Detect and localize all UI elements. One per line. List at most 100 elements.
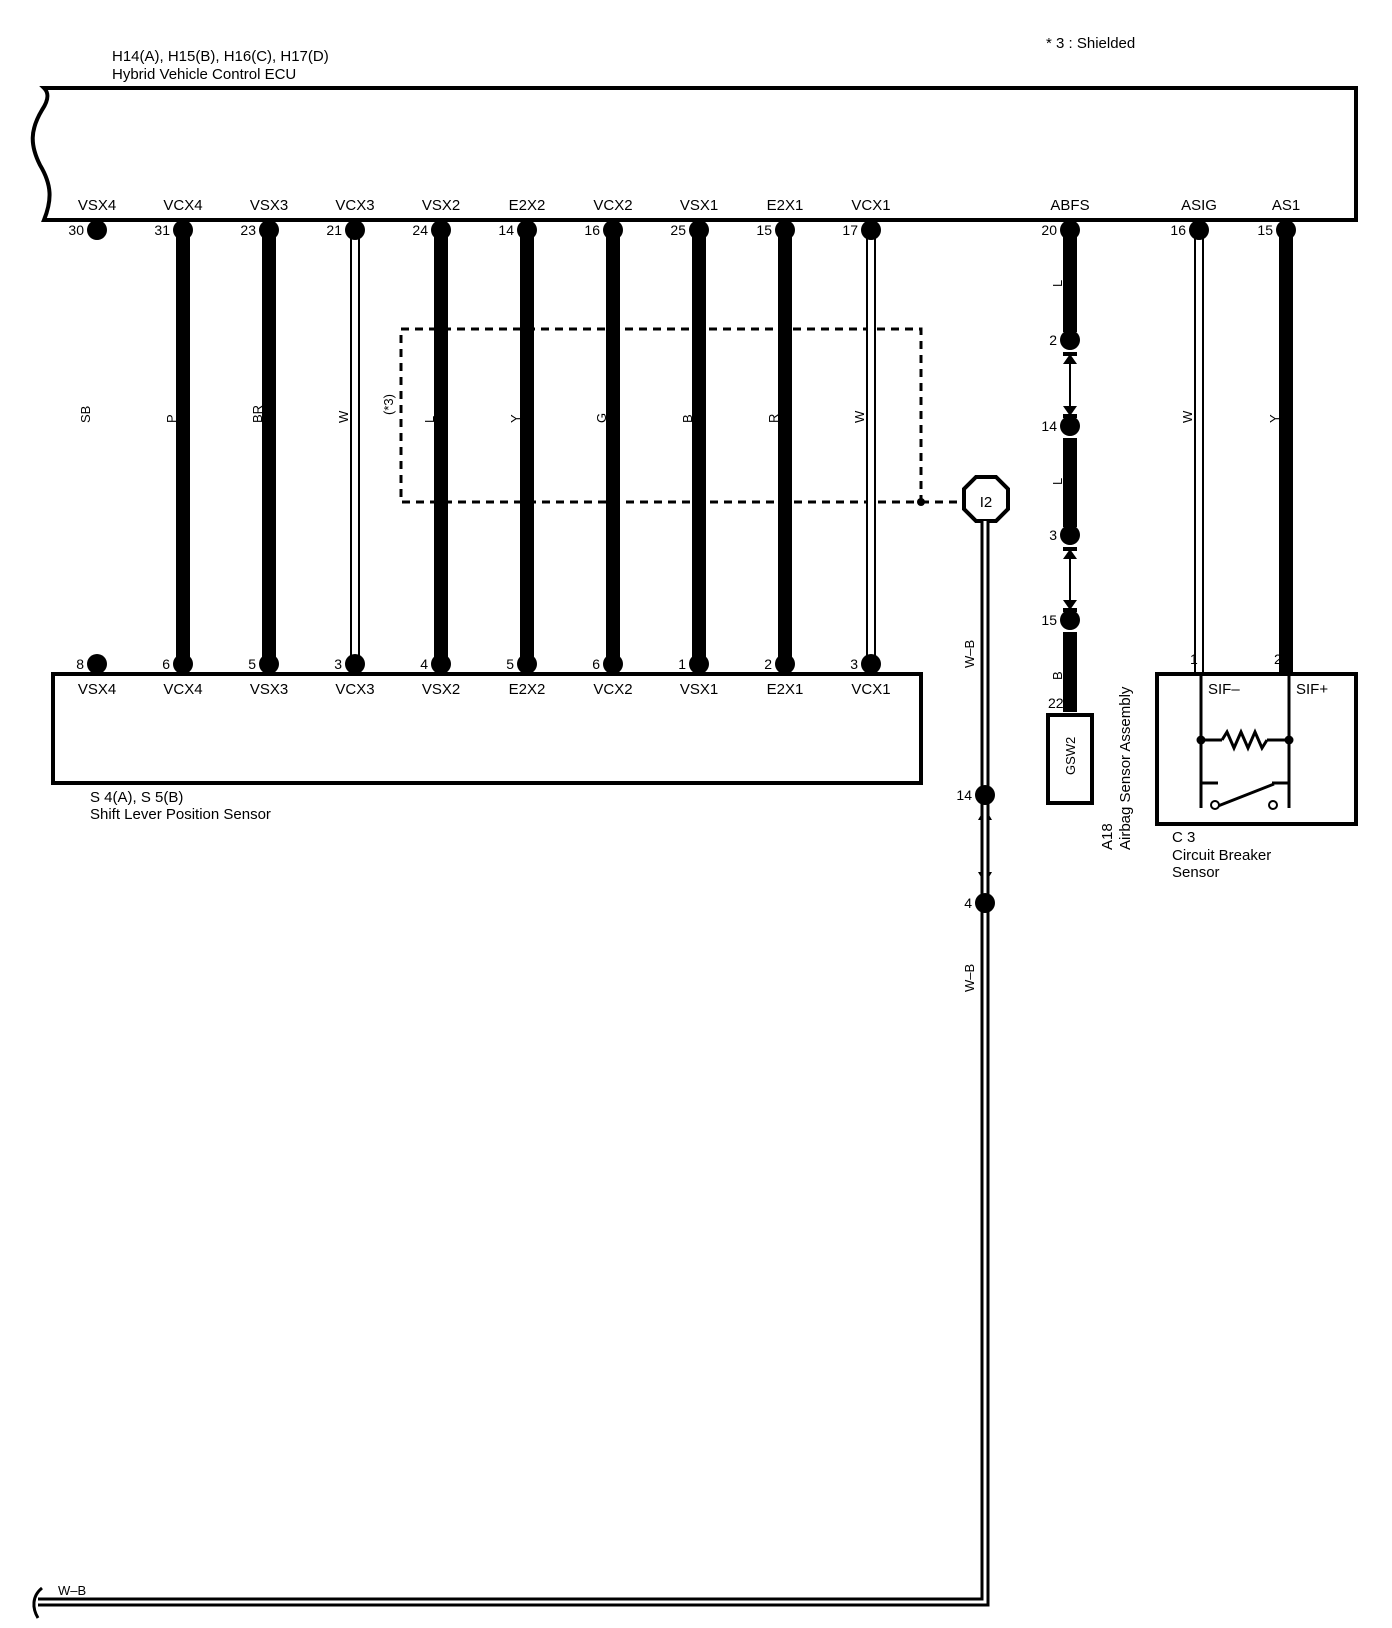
ecu-terminal-dot [431, 220, 451, 240]
wire-color-label: BR [250, 405, 265, 423]
breaker-switch-pivot [1210, 800, 1220, 810]
wire-color-label: R [766, 414, 781, 423]
ground-point-label: I2 [980, 494, 993, 511]
ecu-terminal-dot [173, 220, 193, 240]
sensor-terminal-name: E2X1 [767, 681, 804, 698]
sensor-terminal-dot [259, 654, 279, 674]
sensor-terminal-pin: 4 [420, 656, 428, 672]
ecu-terminal-connector: A [1066, 223, 1075, 238]
sensor-terminal-dot [861, 654, 881, 674]
ecu-connectors: H14(A), H15(B), H16(C), H17(D) [112, 48, 329, 65]
sensor-terminal-pin: 5 [248, 656, 256, 672]
wire-color-label: W [852, 410, 867, 423]
ecu-terminal-name: ASIG [1181, 197, 1217, 214]
ecu-terminal-dot [1189, 220, 1209, 240]
sensor-terminal-name: VSX4 [78, 681, 116, 698]
ground-wire-break [32, 1586, 44, 1619]
ecu-terminal-dot [603, 220, 623, 240]
shield-box [399, 327, 923, 504]
sensor-terminal-connector: A [179, 657, 188, 672]
breaker-pin-neg: 1 [1190, 651, 1198, 667]
abfs-junction-terminal-: 1E3 [1049, 525, 1080, 545]
sensor-terminal-name: VCX3 [335, 681, 374, 698]
sensor-terminal-name: VSX3 [250, 681, 288, 698]
breaker-name-2: Sensor [1172, 864, 1220, 881]
ecu-terminal-pin: 15 [756, 222, 772, 238]
sensor-terminal-pin: 6 [162, 656, 170, 672]
abfs-junction-terminal-connector: 5L [1063, 419, 1077, 434]
ecu-terminal-connector: A [265, 223, 274, 238]
ecu-terminal-name: VSX2 [422, 197, 460, 214]
wire-as1-label: Y [1267, 414, 1282, 423]
abfs-junction-terminal-pin: 3 [1049, 527, 1057, 543]
sensor-terminal-name: VCX2 [593, 681, 632, 698]
ecu-terminal-name: E2X1 [767, 197, 804, 214]
breaker-name-1: Circuit Breaker [1172, 847, 1271, 864]
ecu-terminal-connector: A [867, 223, 876, 238]
shielded-note: * 3 : Shielded [1046, 35, 1135, 52]
ground-junction-terminal-connector: 4E [977, 788, 993, 803]
sensor-terminal-connector: A [351, 657, 360, 672]
ground-point-i2 [962, 475, 1010, 523]
sensor-terminals: A8VSX4A6VCX4A5VSX3A3VCX3B4VSX2B5E2X2B6VC… [76, 654, 891, 698]
sensor-terminal-dot [87, 654, 107, 674]
sensor-terminal-dot [603, 654, 623, 674]
ecu-terminal-pin: 14 [498, 222, 514, 238]
wire-color-label: G [594, 413, 609, 423]
ecu-terminal-dot [1276, 220, 1296, 240]
sensor-terminal-dot [517, 654, 537, 674]
ecu-terminal-name: VSX1 [680, 197, 718, 214]
sensor-terminal-connector: B [523, 657, 532, 672]
ground-wire-label-3: W–B [58, 1583, 86, 1598]
airbag-sensor-box [1046, 713, 1094, 805]
sensor-terminal-connector: A [265, 657, 274, 672]
ecu-terminal-dot [87, 220, 107, 240]
breaker-pin-pos: 2 [1274, 651, 1282, 667]
abfs-arrow-down [1063, 406, 1077, 416]
wire-abfs-label: B [1050, 671, 1065, 680]
ecu-name: Hybrid Vehicle Control ECU [112, 66, 296, 83]
sensor-terminal-pin: 6 [592, 656, 600, 672]
abfs-junction-terminal-pin: 15 [1041, 612, 1057, 628]
ecu-terminal-dot [775, 220, 795, 240]
ecu-terminal-pin: 15 [1257, 222, 1273, 238]
ground-junction-terminal-dot [975, 893, 995, 913]
abfs-junction-terminal-dot [1060, 416, 1080, 436]
sensor-terminal-dot [689, 654, 709, 674]
breaker-switch-contact [1268, 800, 1278, 810]
ecu-terminal-name: VSX3 [250, 197, 288, 214]
sensor-terminal-dot [775, 654, 795, 674]
sensor-terminal-pin: 3 [850, 656, 858, 672]
sensor-terminal-dot [345, 654, 365, 674]
ground-junction-terminal-connector: 4H [977, 896, 994, 911]
sensor-terminal-connector: A [93, 657, 102, 672]
abfs-junction-terminal-connector: 1E [1062, 613, 1078, 628]
ecu-terminal-pin: 24 [412, 222, 428, 238]
ecu-terminal-connector: A [437, 223, 446, 238]
sensor-terminal-name: E2X2 [509, 681, 546, 698]
wire-color-label: L [422, 416, 437, 423]
abfs-junction-terminal-: 5F2 [1049, 330, 1080, 350]
airbag-pin: 22 [1048, 695, 1064, 711]
wire-color-label: W [336, 410, 351, 423]
ecu-terminal-connector: C [1194, 223, 1203, 238]
sensor-terminal-pin: 3 [334, 656, 342, 672]
shield-label: (*3) [381, 394, 396, 415]
wire-color-label: SB [78, 406, 93, 423]
ecu-terminal-connector: A [179, 223, 188, 238]
